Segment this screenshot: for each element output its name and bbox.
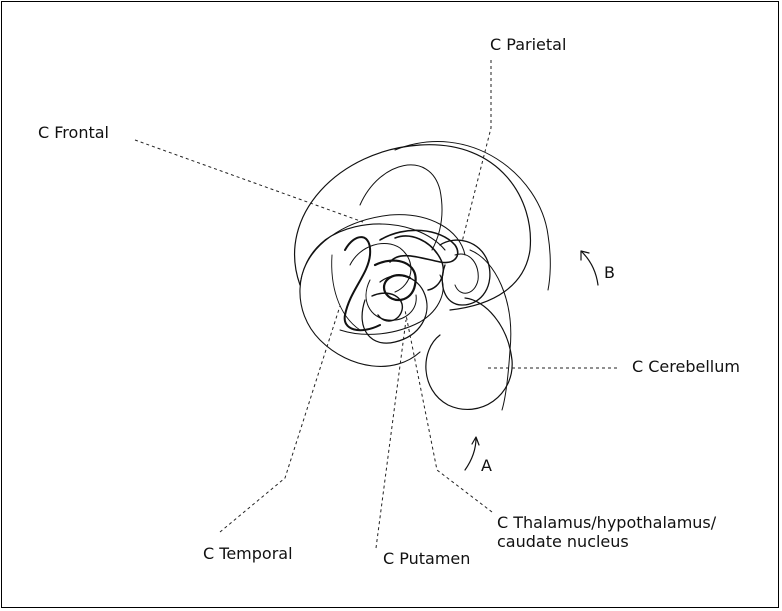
label-thalamus-line1: C Thalamus/hypothalamus/ <box>497 513 717 532</box>
label-thalamus-line2: caudate nucleus <box>497 532 629 551</box>
label-parietal: C Parietal <box>490 35 566 54</box>
arrow-b-icon <box>582 252 598 285</box>
leader-temporal <box>220 306 340 532</box>
outer-loop-frontal-parietal <box>295 145 531 310</box>
label-putamen: C Putamen <box>383 549 470 568</box>
label-arrow-a: A <box>481 456 492 475</box>
parietal-small-loop <box>440 240 490 305</box>
central-tangle-2 <box>375 261 416 300</box>
central-tangle-3 <box>380 230 458 262</box>
central-tangle-10 <box>332 255 360 330</box>
cerebellum-loop <box>426 298 512 409</box>
central-tangle-7 <box>350 243 411 292</box>
central-tangle-9 <box>395 236 443 290</box>
label-arrow-b: B <box>604 263 615 282</box>
leader-parietal <box>462 60 491 242</box>
parietal-inner-loop <box>455 254 478 293</box>
leader-lines <box>135 60 617 548</box>
central-tangle-5 <box>340 275 443 334</box>
label-cerebellum: C Cerebellum <box>632 357 740 376</box>
label-temporal: C Temporal <box>203 544 293 563</box>
central-tangle-6 <box>372 293 402 321</box>
arrow-a-icon <box>465 438 476 470</box>
leader-thalamus <box>405 310 492 512</box>
leader-frontal <box>135 140 363 222</box>
direction-arrows <box>465 251 598 470</box>
central-tangle-4 <box>362 276 427 344</box>
label-frontal: C Frontal <box>38 123 109 142</box>
leader-putamen <box>376 320 406 548</box>
central-tangle-8 <box>366 280 416 320</box>
trajectory-loops <box>295 142 551 410</box>
